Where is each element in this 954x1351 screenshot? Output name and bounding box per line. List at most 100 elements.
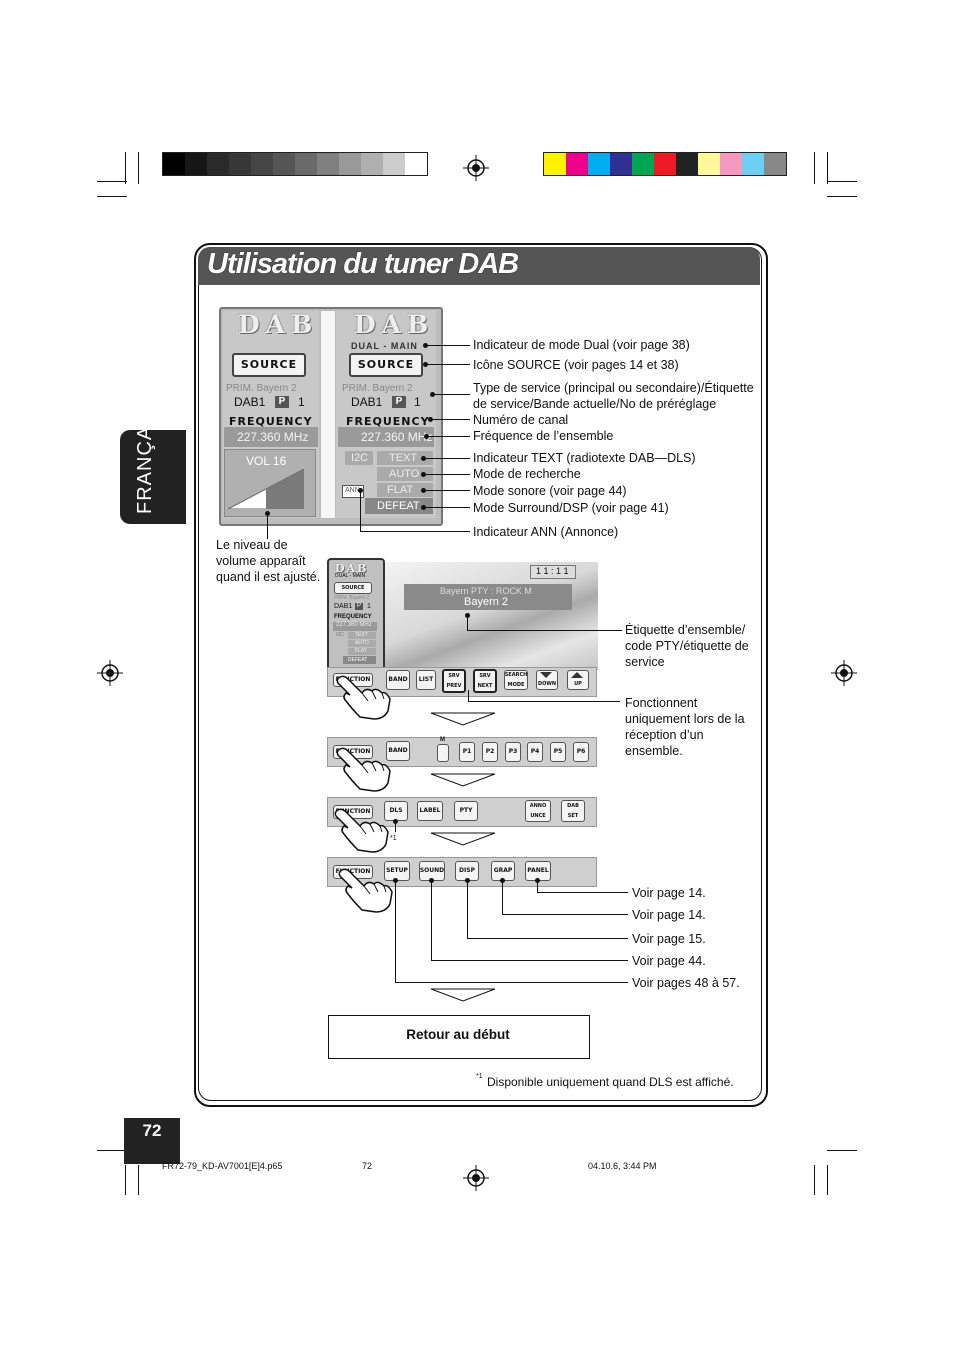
footer-page: 72 bbox=[362, 1160, 372, 1172]
leader-line bbox=[424, 474, 470, 475]
leader-line bbox=[267, 513, 268, 539]
crop-mark bbox=[97, 196, 127, 197]
small-defeat: DEFEAT bbox=[348, 656, 367, 664]
pty-button[interactable]: PTY bbox=[454, 801, 478, 821]
color-swatch bbox=[185, 153, 207, 175]
source-icon-left[interactable]: SOURCE bbox=[232, 353, 306, 377]
up-label: UP bbox=[574, 679, 582, 689]
preset-3-button[interactable]: P3 bbox=[505, 742, 521, 762]
source-icon-right[interactable]: SOURCE bbox=[349, 353, 423, 377]
down-flow-arrow-icon bbox=[430, 832, 496, 846]
announce-button[interactable]: ANNO UNCE bbox=[525, 800, 551, 822]
callout-voir-disp: Voir page 15. bbox=[632, 931, 706, 947]
color-swatch bbox=[361, 153, 383, 175]
down-arrow-icon bbox=[540, 672, 552, 678]
auto-indicator: AUTO bbox=[389, 466, 419, 482]
preset-5-button[interactable]: P5 bbox=[550, 742, 566, 762]
small-band: DAB1 bbox=[334, 602, 352, 611]
dab-logo-right: DAB bbox=[354, 310, 434, 340]
color-swatch bbox=[405, 153, 427, 175]
flat-indicator: FLAT bbox=[387, 482, 413, 498]
footer-date: 04.10.6, 3:44 PM bbox=[588, 1160, 657, 1172]
color-swatch bbox=[295, 153, 317, 175]
crop-mark bbox=[97, 181, 127, 182]
small-frequency-label: FREQUENCY bbox=[334, 613, 372, 621]
crop-mark bbox=[138, 152, 139, 184]
crop-mark bbox=[827, 196, 857, 197]
leader-line bbox=[360, 531, 470, 532]
dab-set-button[interactable]: DAB SET bbox=[561, 800, 585, 822]
srv-next-button[interactable]: SRV NEXT bbox=[473, 669, 497, 693]
search-mode-button[interactable]: SEARCH MODE bbox=[504, 670, 528, 690]
leader-line bbox=[431, 960, 628, 961]
small-auto: AUTO bbox=[355, 640, 369, 647]
registration-mark-icon bbox=[97, 660, 123, 686]
callout-fonctionnent-3: réception d’un bbox=[625, 727, 704, 743]
channel-right: 1 bbox=[414, 394, 421, 410]
color-swatch bbox=[676, 153, 698, 175]
grayscale-bar bbox=[162, 152, 428, 176]
registration-mark-icon bbox=[463, 155, 489, 181]
frequency-left: 227.360 MHz bbox=[237, 429, 308, 445]
footer-file: FR72-79_KD-AV7001[E]4.p65 bbox=[162, 1160, 282, 1172]
small-dual-main: DUAL - MAIN bbox=[335, 573, 365, 580]
crop-mark bbox=[125, 1165, 126, 1195]
color-swatch bbox=[698, 153, 720, 175]
channel-left: 1 bbox=[298, 394, 305, 410]
preset-1-button[interactable]: P1 bbox=[459, 742, 475, 762]
text-indicator: TEXT bbox=[389, 450, 417, 466]
callout-text: Indicateur TEXT (radiotexte DAB—DLS) bbox=[473, 450, 696, 466]
down-flow-arrow-icon bbox=[430, 988, 496, 1002]
color-swatch bbox=[742, 153, 764, 175]
defeat-indicator: DEFEAT bbox=[377, 498, 420, 514]
srv-prev-button[interactable]: SRV PREV bbox=[442, 669, 466, 693]
leader-line bbox=[431, 880, 432, 961]
crop-mark bbox=[827, 1165, 828, 1195]
callout-fonctionnent-2: uniquement lors de la bbox=[625, 711, 745, 727]
color-swatch bbox=[588, 153, 610, 175]
leader-line bbox=[467, 880, 468, 939]
callout-voir-sound: Voir page 44. bbox=[632, 953, 706, 969]
leader-line bbox=[424, 507, 470, 508]
hand-pointer-icon bbox=[334, 806, 390, 854]
callout-sonore: Mode sonore (voir page 44) bbox=[473, 483, 627, 499]
return-label: Retour au début bbox=[328, 1027, 588, 1043]
callout-type-service-2: de service/Bande actuelle/No de prérégla… bbox=[473, 396, 716, 412]
callout-type-service-1: Type de service (principal ou secondaire… bbox=[473, 380, 754, 396]
footnote-text: Disponible uniquement quand DLS est affi… bbox=[487, 1074, 734, 1090]
leader-line bbox=[502, 880, 503, 915]
preset-4-button[interactable]: P4 bbox=[527, 742, 543, 762]
dab-logo-left: DAB bbox=[238, 310, 318, 340]
leader-line bbox=[424, 458, 470, 459]
list-button[interactable]: LIST bbox=[416, 670, 436, 690]
label-button[interactable]: LABEL bbox=[417, 801, 443, 821]
leader-line bbox=[395, 821, 396, 832]
crop-mark bbox=[814, 1165, 815, 1195]
i2c-indicator: I2C bbox=[351, 450, 368, 466]
page-number: 72 bbox=[124, 1121, 180, 1141]
screen-line-2: Bayern 2 bbox=[464, 594, 508, 610]
crop-mark bbox=[827, 181, 857, 182]
callout-source: Icône SOURCE (voir pages 14 et 38) bbox=[473, 357, 679, 373]
leader-line bbox=[426, 364, 470, 365]
memory-label: M bbox=[440, 736, 445, 744]
callout-recherche: Mode de recherche bbox=[473, 466, 581, 482]
color-swatch bbox=[207, 153, 229, 175]
leader-line bbox=[433, 394, 470, 395]
preset-6-button[interactable]: P6 bbox=[573, 742, 589, 762]
leader-line bbox=[360, 490, 361, 532]
small-text: TEXT bbox=[355, 632, 368, 639]
frequency-right: 227.360 MHz bbox=[361, 429, 432, 445]
band-right: DAB1 bbox=[351, 394, 382, 410]
color-swatch bbox=[163, 153, 185, 175]
leader-line bbox=[467, 630, 622, 631]
crop-mark bbox=[97, 1150, 127, 1151]
memory-button[interactable] bbox=[437, 744, 449, 762]
color-swatch bbox=[632, 153, 654, 175]
preset-2-button[interactable]: P2 bbox=[482, 742, 498, 762]
footnote-sup: *1 bbox=[476, 1072, 483, 1081]
hand-pointer-icon bbox=[336, 673, 392, 721]
registration-mark-icon bbox=[831, 660, 857, 686]
leader-line bbox=[467, 938, 628, 939]
small-source-icon[interactable]: SOURCE bbox=[334, 582, 372, 594]
